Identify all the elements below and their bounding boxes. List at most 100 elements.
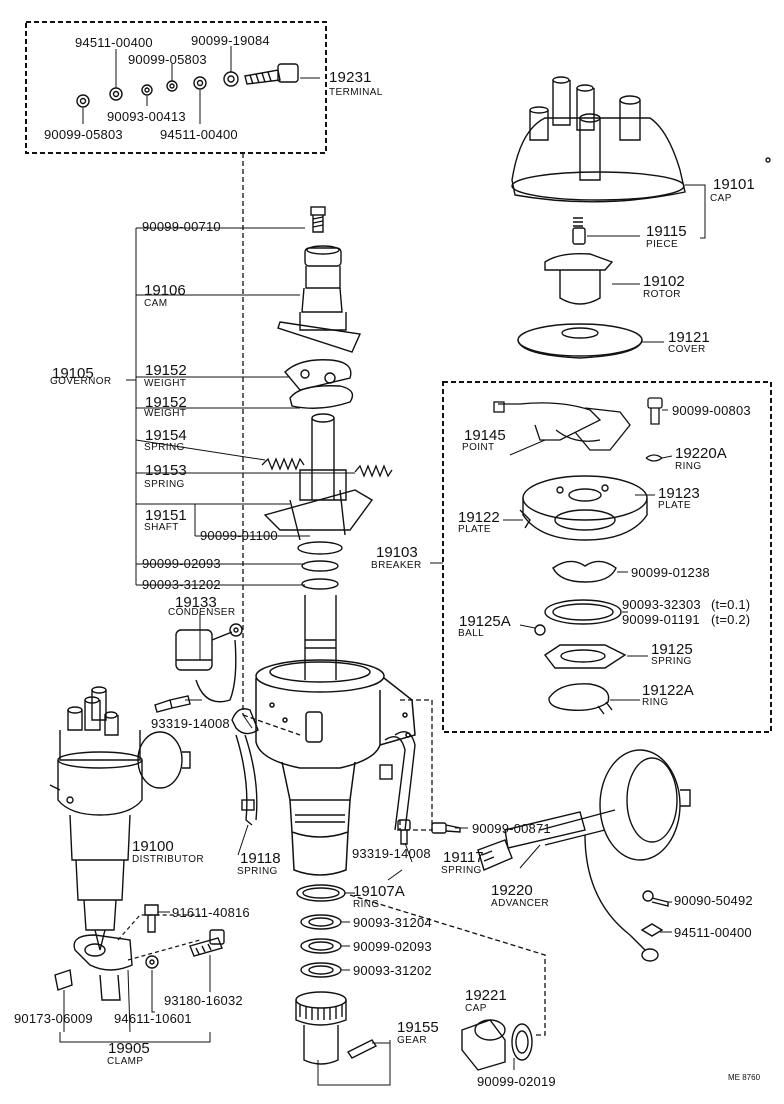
label-90099-00803: 90099-00803: [672, 403, 751, 418]
label-91611-40816: 91611-40816: [172, 905, 250, 920]
label-19133: 19133: [175, 594, 217, 611]
label-90099-01100: 90099-01100: [200, 528, 278, 543]
label-19151: 19151: [145, 507, 187, 524]
label-19153: 19153: [145, 462, 187, 479]
housing-screws: [397, 819, 461, 845]
label-90099-02093-b: 90099-02093: [353, 939, 432, 954]
label-94511-00400-a: 94511-00400: [75, 35, 153, 50]
label-90093-31202-a: 90093-31202: [142, 577, 221, 592]
spring-19117: [379, 731, 416, 831]
breaker-point: [493, 401, 631, 451]
label-19122: 19122: [458, 509, 500, 526]
label-ring-b: RING: [642, 697, 669, 708]
label-clamp: CLAMP: [107, 1056, 144, 1067]
drive-gear: [295, 991, 378, 1065]
label-19118: 19118: [240, 850, 281, 867]
label-19121: 19121: [668, 329, 710, 346]
label-19105: 19105: [52, 365, 94, 382]
label-19122A: 19122A: [642, 682, 694, 699]
breaker-small-ring: [645, 454, 664, 462]
label-cover: COVER: [668, 344, 706, 355]
breaker-screw: [647, 397, 663, 425]
label-advancer: ADVANCER: [491, 898, 550, 909]
label-19101: 19101: [713, 176, 755, 193]
label-weight-a: WEIGHT: [144, 378, 187, 389]
label-spring-c: SPRING: [651, 656, 692, 667]
label-90093-00413: 90093-00413: [107, 109, 186, 124]
label-19152-a: 19152: [145, 362, 187, 379]
label-plate-b: PLATE: [458, 524, 491, 535]
label-90099-05803-a: 90099-05803: [128, 52, 207, 67]
label-90099-02019: 90099-02019: [477, 1074, 556, 1089]
spring-19118: [231, 708, 259, 826]
label-distributor: DISTRIBUTOR: [132, 854, 204, 865]
label-90093-32303: 90093-32303: [622, 597, 701, 612]
label-t02: (t=0.2): [711, 612, 751, 627]
label-90099-01191: 90099-01191: [622, 612, 700, 627]
label-90090-50492: 90090-50492: [674, 893, 753, 908]
label-19221: 19221: [465, 987, 507, 1004]
label-breaker: BREAKER: [371, 560, 422, 571]
condenser-part: [154, 623, 243, 713]
drive-leaders: [317, 892, 391, 1086]
label-ring-c: RING: [353, 899, 380, 910]
governor-shaft: [263, 413, 374, 541]
label-90099-05803-b: 90099-05803: [44, 127, 123, 142]
label-ring-a: RING: [675, 461, 702, 472]
label-gear: GEAR: [397, 1035, 427, 1046]
advancer-screw-nut: [640, 890, 669, 937]
clamp-leaders: [59, 911, 211, 1043]
label-ball: BALL: [458, 628, 485, 639]
label-19145: 19145: [464, 427, 506, 444]
governor-weights: [284, 359, 354, 409]
label-19154: 19154: [145, 427, 187, 444]
misc-leaders: [185, 612, 468, 881]
dust-cover: [517, 323, 643, 359]
label-93319-14008-b: 93319-14008: [352, 846, 431, 861]
label-point: POINT: [462, 442, 495, 453]
drawing-reference: ME 8760: [728, 1073, 761, 1082]
governor-springs: [261, 457, 393, 478]
label-rotor: ROTOR: [643, 289, 681, 300]
label-90093-31202-b: 90093-31202: [353, 963, 432, 978]
label-cap: CAP: [710, 193, 732, 204]
terminal-leaders: [82, 46, 320, 124]
breaker-plates: [519, 475, 648, 541]
label-19103: 19103: [376, 544, 418, 561]
label-19905: 19905: [108, 1040, 150, 1057]
label-93319-14008-a: 93319-14008: [151, 716, 230, 731]
label-19106: 19106: [144, 282, 186, 299]
label-spring-e: SPRING: [237, 866, 278, 877]
breaker-group-box: [442, 381, 772, 733]
label-governor: GOVERNOR: [50, 376, 112, 387]
label-19125: 19125: [651, 641, 693, 658]
distributor-cap-part: [511, 76, 771, 203]
label-shaft: SHAFT: [144, 522, 179, 533]
label-19220: 19220: [491, 882, 533, 899]
assembled-distributor: [49, 686, 191, 951]
breaker-leaders: [430, 409, 673, 701]
label-90099-00710: 90099-00710: [142, 219, 221, 234]
distributor-housing: [255, 659, 416, 876]
cam-part: [277, 245, 362, 353]
carbon-piece: [572, 217, 586, 245]
main-shaft: [304, 595, 337, 680]
label-spring-a: SPRING: [144, 442, 185, 453]
shaft-washers: [297, 541, 343, 590]
cam-screw: [310, 206, 326, 233]
label-19125A: 19125A: [459, 613, 511, 630]
label-90099-01238: 90099-01238: [631, 565, 710, 580]
label-cam: CAM: [144, 298, 168, 309]
label-19123: 19123: [658, 485, 700, 502]
label-19117: 19117: [443, 849, 484, 866]
label-93180-16032: 93180-16032: [164, 993, 243, 1008]
label-94511-00400-c: 94511-00400: [674, 925, 752, 940]
governor-bracket: [126, 227, 355, 586]
label-19107A: 19107A: [353, 883, 405, 900]
label-spring-b: SPRING: [144, 479, 185, 490]
rotor-part: [544, 252, 614, 305]
label-90173-06009: 90173-06009: [14, 1011, 93, 1026]
advancer-cap: [461, 1019, 533, 1071]
